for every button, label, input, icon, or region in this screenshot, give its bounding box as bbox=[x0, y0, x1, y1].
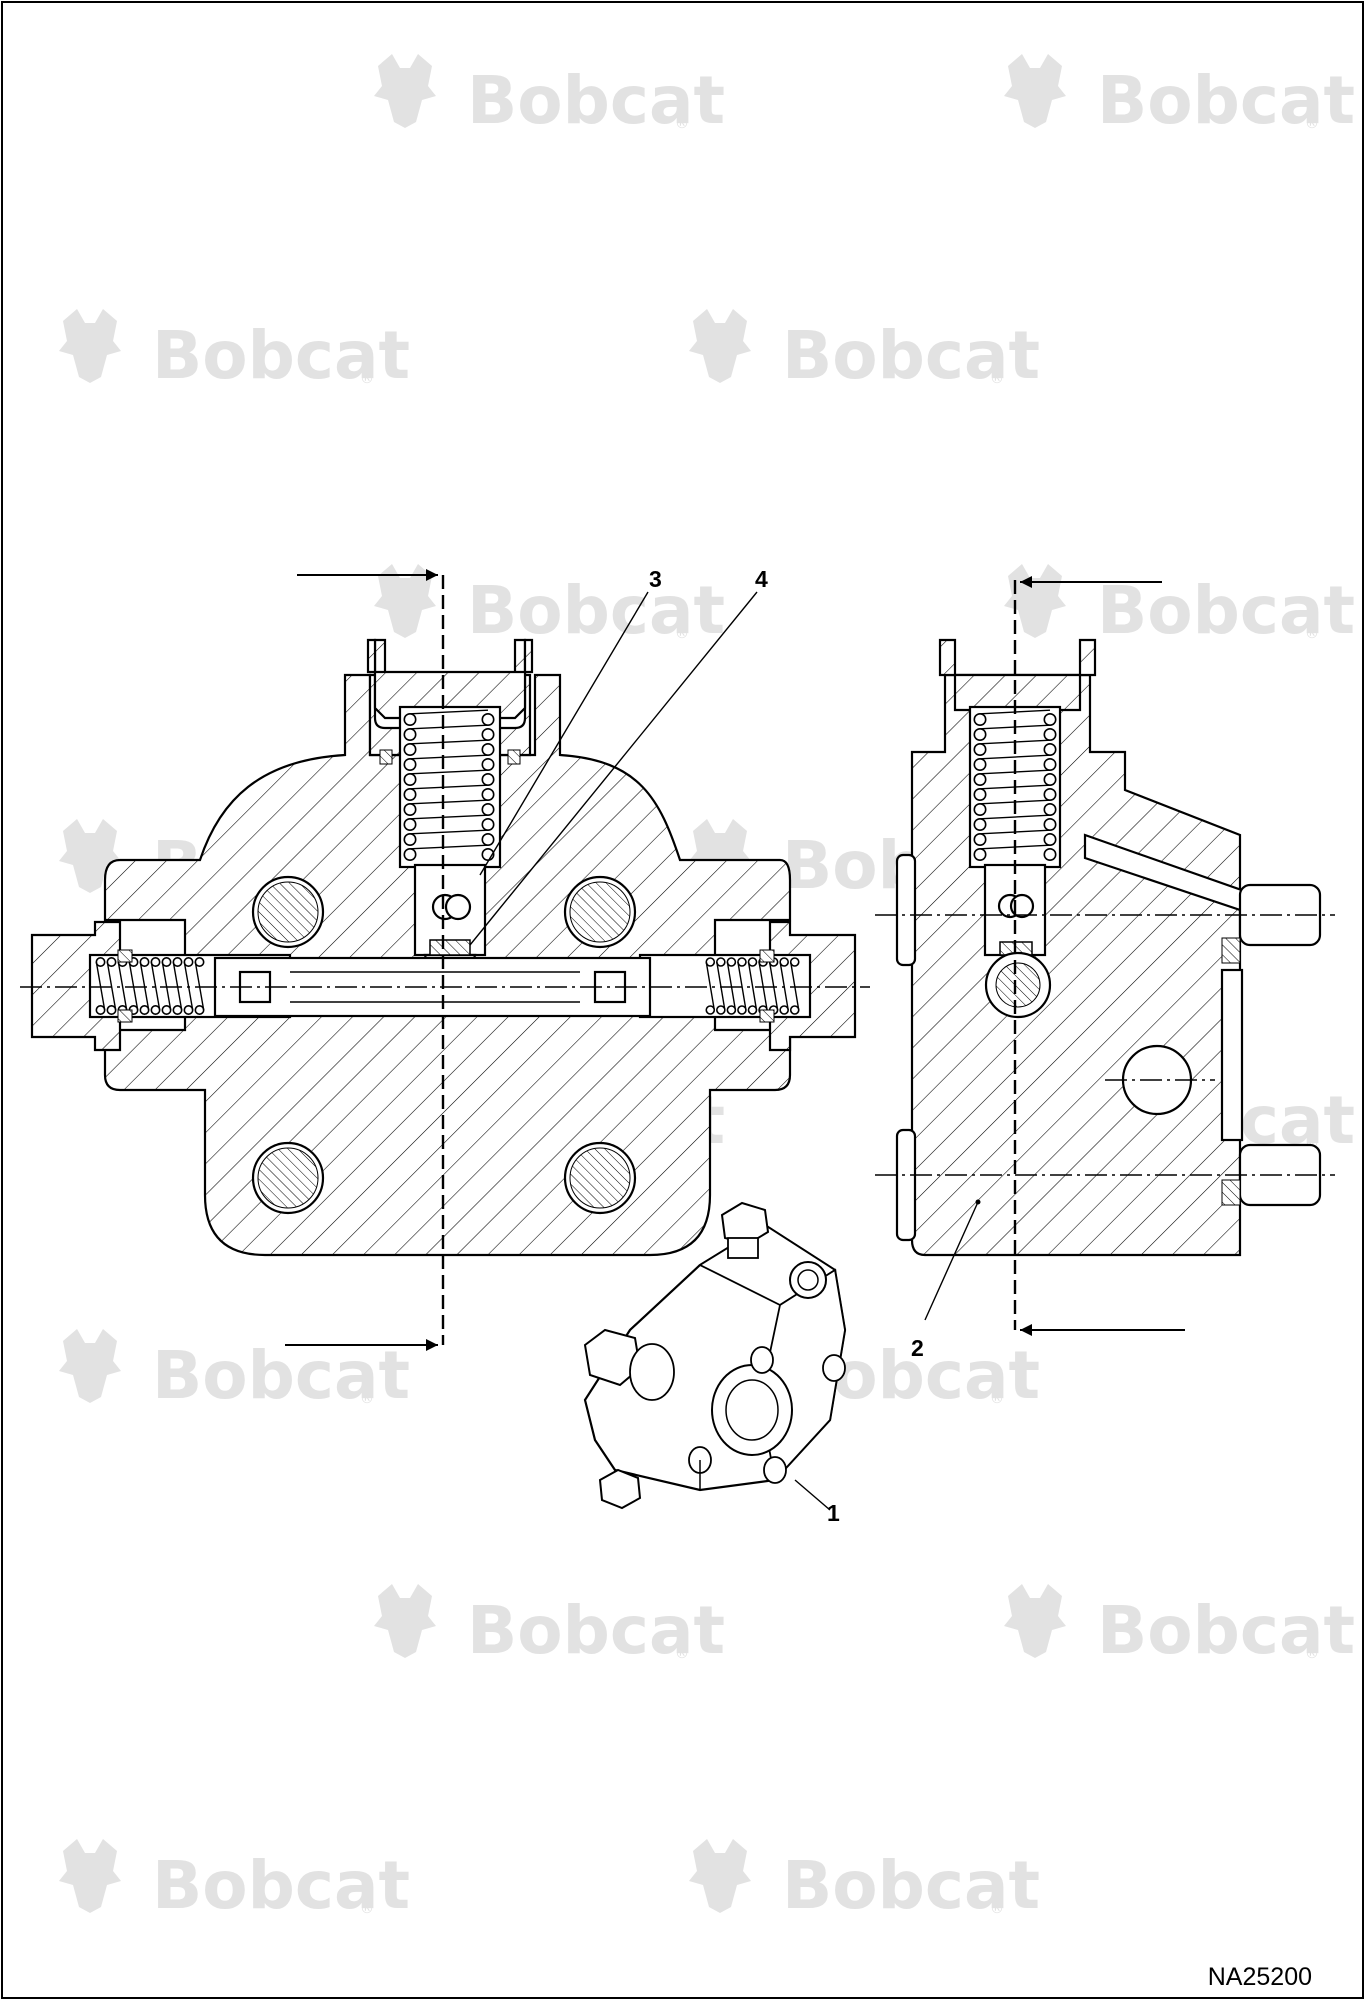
watermark-registered: ® bbox=[990, 1391, 1004, 1407]
callout-2: 2 bbox=[911, 1335, 924, 1361]
watermark-registered: ® bbox=[1305, 1646, 1319, 1662]
watermark: Bobcat® bbox=[374, 54, 725, 139]
callout-4: 4 bbox=[755, 566, 768, 592]
watermark-brand: Bobcat bbox=[152, 317, 410, 394]
watermark-brand: Bobcat bbox=[782, 1847, 1040, 1924]
watermark: Bobcat® bbox=[1004, 564, 1355, 649]
watermark-registered: ® bbox=[360, 1391, 374, 1407]
callout-leaders bbox=[469, 591, 981, 1511]
valve-isometric-illustration bbox=[583, 1201, 847, 1510]
watermark: Bobcat® bbox=[59, 309, 410, 394]
watermark-registered: ® bbox=[1305, 626, 1319, 642]
callout-3: 3 bbox=[649, 566, 662, 592]
main-section-view bbox=[20, 569, 870, 1351]
watermark: Bobcat® bbox=[689, 1839, 1040, 1924]
watermark-brand: Bobcat bbox=[1097, 572, 1355, 649]
watermark: Bobcat® bbox=[59, 1839, 410, 1924]
watermark-brand: Bobcat bbox=[782, 317, 1040, 394]
watermark-registered: ® bbox=[360, 371, 374, 387]
watermark-registered: ® bbox=[675, 1646, 689, 1662]
side-section-view bbox=[875, 576, 1335, 1336]
watermark: Bobcat® bbox=[1004, 1584, 1355, 1669]
watermark: Bobcat® bbox=[374, 1584, 725, 1669]
watermark-brand: Bobcat bbox=[152, 1337, 410, 1414]
watermark-registered: ® bbox=[990, 1901, 1004, 1917]
watermark-brand: Bobcat bbox=[467, 62, 725, 139]
top-spring bbox=[403, 709, 495, 861]
figure-id: NA25200 bbox=[1208, 1963, 1312, 1991]
watermark-registered: ® bbox=[1305, 116, 1319, 132]
watermark-brand: Bobcat bbox=[152, 1847, 410, 1924]
watermark-registered: ® bbox=[675, 626, 689, 642]
left-spring bbox=[95, 957, 205, 1015]
watermark: Bobcat® bbox=[59, 1329, 410, 1414]
watermark-registered: ® bbox=[990, 371, 1004, 387]
watermark-brand: Bobcat bbox=[467, 1592, 725, 1669]
right-spring bbox=[705, 957, 800, 1015]
watermark-brand: Bobcat bbox=[1097, 1592, 1355, 1669]
watermark-registered: ® bbox=[360, 1901, 374, 1917]
watermark-brand: Bobcat bbox=[467, 572, 725, 649]
watermark: Bobcat® bbox=[1004, 54, 1355, 139]
watermark-brand: Bobcat bbox=[1097, 62, 1355, 139]
callout-1: 1 bbox=[827, 1500, 840, 1526]
watermark-registered: ® bbox=[675, 116, 689, 132]
watermark: Bobcat® bbox=[374, 564, 725, 649]
watermark: Bobcat® bbox=[689, 309, 1040, 394]
